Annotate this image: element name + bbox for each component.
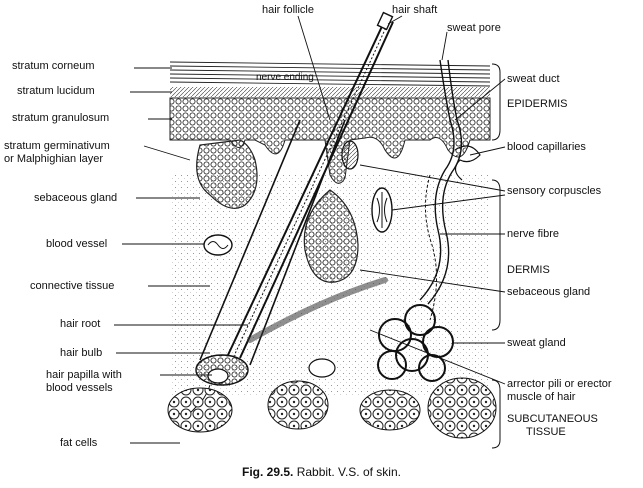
label-muscle-of-hair: muscle of hair: [507, 391, 575, 404]
figure-number: Fig. 29.5.: [242, 465, 293, 479]
small-vessel-shape: [309, 359, 335, 377]
fat-cluster-1: [168, 388, 232, 432]
label-blood-capillaries: blood capillaries: [507, 141, 586, 154]
label-tissue: TISSUE: [526, 426, 566, 439]
label-malphighian-layer: or Malphighian layer: [4, 153, 103, 166]
sensory-corpuscle-upper: [342, 141, 358, 169]
layer-brackets: [492, 64, 500, 448]
label-epidermis: EPIDERMIS: [507, 98, 568, 111]
label-subcutaneous: SUBCUTANEOUS: [507, 413, 598, 426]
label-sweat-gland: sweat gland: [507, 337, 566, 350]
fat-cluster-2: [268, 381, 328, 429]
figure-caption: Fig. 29.5. Rabbit. V.S. of skin.: [0, 465, 643, 479]
label-sweat-duct: sweat duct: [507, 73, 560, 86]
label-hair-follicle: hair follicle: [262, 4, 314, 17]
label-sebaceous-gland-right: sebaceous gland: [507, 286, 590, 299]
label-blood-vessel: blood vessel: [46, 238, 107, 251]
label-hair-shaft: hair shaft: [392, 4, 437, 17]
stratum-lucidum-layer: [170, 87, 490, 97]
label-stratum-granulosum: stratum granulosum: [12, 112, 109, 125]
label-connective-tissue: connective tissue: [30, 280, 114, 293]
label-hair-papilla: hair papilla with: [46, 369, 122, 382]
label-sensory-corpuscles: sensory corpuscles: [507, 185, 601, 198]
label-hair-root: hair root: [60, 318, 100, 331]
fat-cluster-3: [360, 390, 420, 430]
hair-papilla-shape: [208, 369, 228, 383]
figure-caption-text: Rabbit. V.S. of skin.: [297, 465, 401, 479]
label-fat-cells: fat cells: [60, 437, 97, 450]
label-sebaceous-gland-left: sebaceous gland: [34, 192, 117, 205]
label-sweat-pore: sweat pore: [447, 22, 501, 35]
fat-cluster-4: [428, 378, 496, 438]
label-hair-bulb: hair bulb: [60, 347, 102, 360]
label-nerve-ending: nerve ending: [256, 71, 314, 84]
label-arrector-pili: arrector pili or erector: [507, 378, 612, 391]
label-nerve-fibre: nerve fibre: [507, 228, 559, 241]
label-stratum-corneum: stratum corneum: [12, 60, 95, 73]
label-blood-vessels: blood vessels: [46, 382, 113, 395]
label-stratum-lucidum: stratum lucidum: [17, 85, 95, 98]
label-stratum-germinativum: stratum germinativum: [4, 140, 110, 153]
label-dermis: DERMIS: [507, 264, 550, 277]
